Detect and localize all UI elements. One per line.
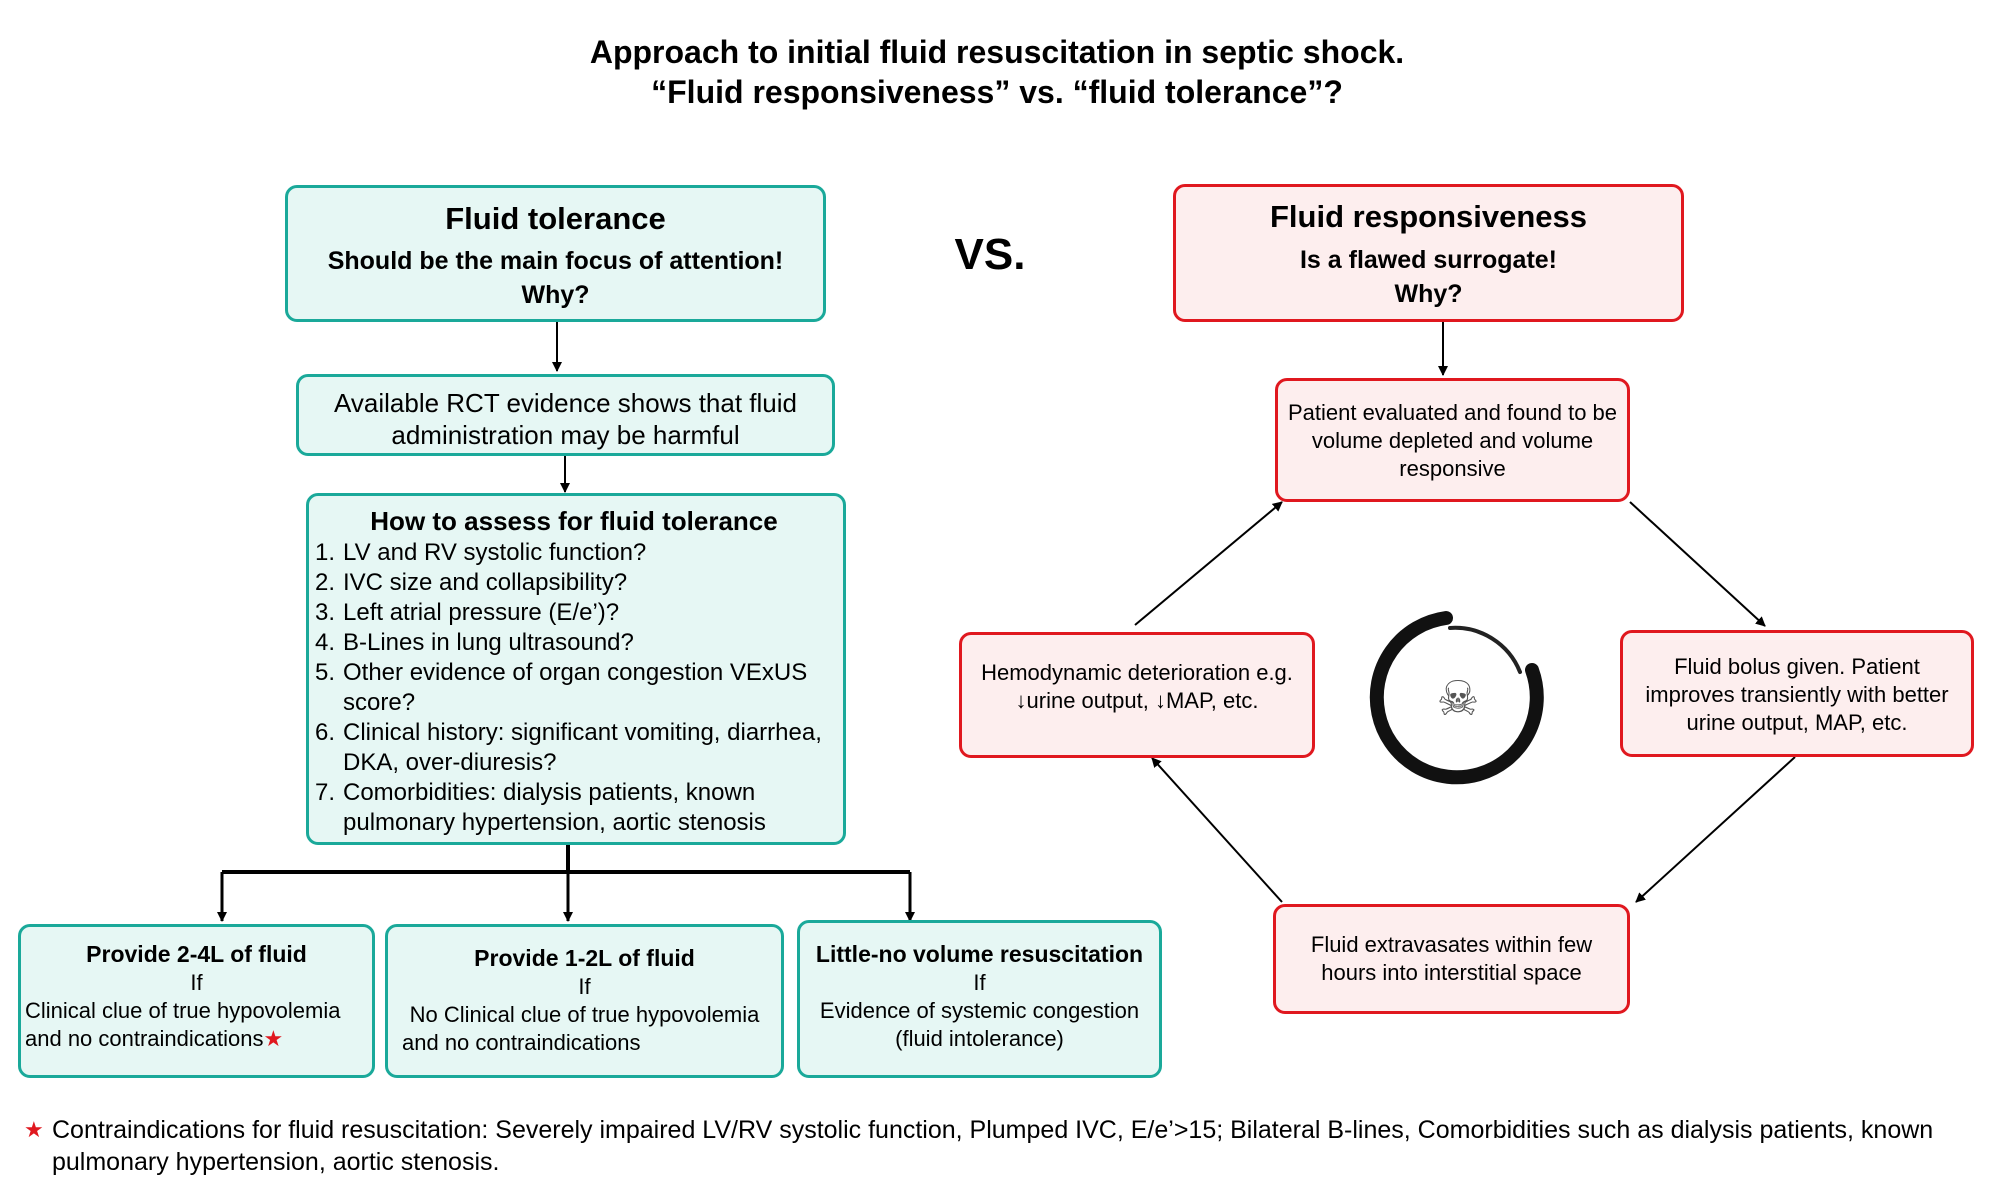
assess-list-item: 4. B-Lines in lung ultrasound?	[315, 628, 833, 658]
assess-list-item-text: B-Lines in lung ultrasound?	[343, 629, 634, 656]
outcome-1-line2: and no contraindications	[25, 1026, 264, 1051]
assess-list-item: 7. Comorbidities: dialysis patients, know…	[315, 778, 833, 838]
assess-list-item-text: Left atrial pressure (E/e’)?	[343, 599, 620, 626]
enso-circle	[1369, 611, 1544, 785]
assess-list-item-text: Comorbidities: dialysis patients, known …	[343, 779, 766, 836]
outcome-box-little-no: Little-no volume resuscitation If Eviden…	[797, 920, 1162, 1078]
assess-list-item-number: 6.	[315, 719, 336, 746]
outcome-1-title: Provide 2-4L of fluid	[86, 941, 307, 967]
footnote-text: Contraindications for fluid resuscitatio…	[52, 1116, 1934, 1176]
assess-list-item-number: 2.	[315, 569, 336, 596]
outcome-1-if: If	[190, 970, 203, 995]
fluid-tolerance-why: Why?	[521, 281, 590, 309]
assess-list-item-number: 4.	[315, 629, 336, 656]
outcome-3-line1: Evidence of systemic congestion	[819, 998, 1140, 1023]
outcome-3-line2: (fluid intolerance)	[895, 1026, 1064, 1051]
evidence-text: Available RCT evidence shows that fluid …	[334, 388, 797, 450]
outcome-2-line2: and no contraindications	[402, 1030, 641, 1055]
fluid-tolerance-subtitle: Should be the main focus of attention!	[327, 247, 784, 275]
arrow-bottom-to-left	[1151, 757, 1283, 903]
assess-list-item: 6. Clinical history: significant vomiting…	[315, 718, 833, 778]
outcome-2-title: Provide 1-2L of fluid	[474, 945, 695, 971]
evidence-box: Available RCT evidence shows that fluid …	[296, 374, 835, 456]
outcome-2-if: If	[578, 974, 591, 999]
assess-box: How to assess for fluid tolerance 1. LV a…	[306, 493, 846, 845]
assess-list-item: 2. IVC size and collapsibility?	[315, 568, 833, 598]
arrow-top-to-right	[1629, 501, 1766, 627]
arrow-right-to-bottom	[1635, 756, 1796, 903]
assess-list-item: 5. Other evidence of organ congestion VEx…	[315, 658, 833, 718]
assess-list-item: 1. LV and RV systolic function?	[315, 538, 833, 568]
footnote-star-icon: ★	[24, 1117, 44, 1142]
cycle-top-box: Patient evaluated and found to be volume…	[1275, 378, 1630, 502]
star-icon: ★	[263, 1026, 284, 1051]
assess-list-item-number: 7.	[315, 779, 336, 806]
assess-list-item-text: IVC size and collapsibility?	[343, 569, 628, 596]
outcome-box-1-2l: Provide 1-2L of fluid If No Clinical clu…	[385, 924, 784, 1078]
cycle-left-text: Hemodynamic deterioration e.g. ↓urine ou…	[981, 660, 1293, 713]
arrow-left-to-top	[1134, 501, 1283, 626]
cycle-bottom-box: Fluid extravasates within few hours into…	[1273, 904, 1630, 1014]
assess-list-item-text: LV and RV systolic function?	[343, 539, 647, 566]
cycle-top-text: Patient evaluated and found to be volume…	[1287, 400, 1618, 481]
title-line-1: Approach to initial fluid resuscitation …	[589, 34, 1405, 70]
assess-list-item-number: 1.	[315, 539, 336, 566]
page-title: Approach to initial fluid resuscitation …	[0, 32, 1994, 112]
outcome-3-if: If	[973, 970, 986, 995]
skull-and-crossbones-icon: ☠	[1436, 673, 1480, 726]
fluid-responsiveness-subtitle: Is a flawed surrogate!	[1299, 246, 1558, 274]
fluid-responsiveness-box: Fluid responsiveness Is a flawed surroga…	[1173, 184, 1684, 322]
assess-title: How to assess for fluid tolerance	[370, 506, 778, 536]
outcome-2-line1: No Clinical clue of true hypovolemia	[409, 1002, 760, 1027]
cycle-left-box: Hemodynamic deterioration e.g. ↓urine ou…	[959, 632, 1315, 758]
outcome-3-title: Little-no volume resuscitation	[815, 941, 1144, 967]
assess-list-item: 3. Left atrial pressure (E/e’)?	[315, 598, 833, 628]
assess-list-item-text: Other evidence of organ congestion VExUS…	[343, 659, 808, 716]
outcome-box-2-4l: Provide 2-4L of fluid If Clinical clue o…	[18, 924, 375, 1078]
assess-list-item-number: 5.	[315, 659, 336, 686]
fluid-responsiveness-why: Why?	[1394, 280, 1463, 308]
title-line-2: “Fluid responsiveness” vs. “fluid tolera…	[651, 74, 1343, 110]
assess-list: 1. LV and RV systolic function? 2. IVC size…	[315, 538, 833, 838]
cycle-bottom-text: Fluid extravasates within few hours into…	[1310, 932, 1593, 985]
fluid-responsiveness-title: Fluid responsiveness	[1270, 199, 1587, 234]
cycle-right-text: Fluid bolus given. Patient improves tran…	[1645, 654, 1949, 735]
footnote: ★ Contraindications for fluid resuscitat…	[24, 1114, 1974, 1178]
outcome-1-line1: Clinical clue of true hypovolemia	[25, 998, 341, 1023]
cycle-right-box: Fluid bolus given. Patient improves tran…	[1620, 630, 1974, 757]
fluid-tolerance-box: Fluid tolerance Should be the main focus…	[285, 185, 826, 322]
assess-list-item-number: 3.	[315, 599, 336, 626]
assess-list-item-text: Clinical history: significant vomiting, …	[343, 719, 822, 776]
vs-label: VS.	[954, 230, 1026, 279]
fluid-tolerance-title: Fluid tolerance	[445, 201, 666, 236]
